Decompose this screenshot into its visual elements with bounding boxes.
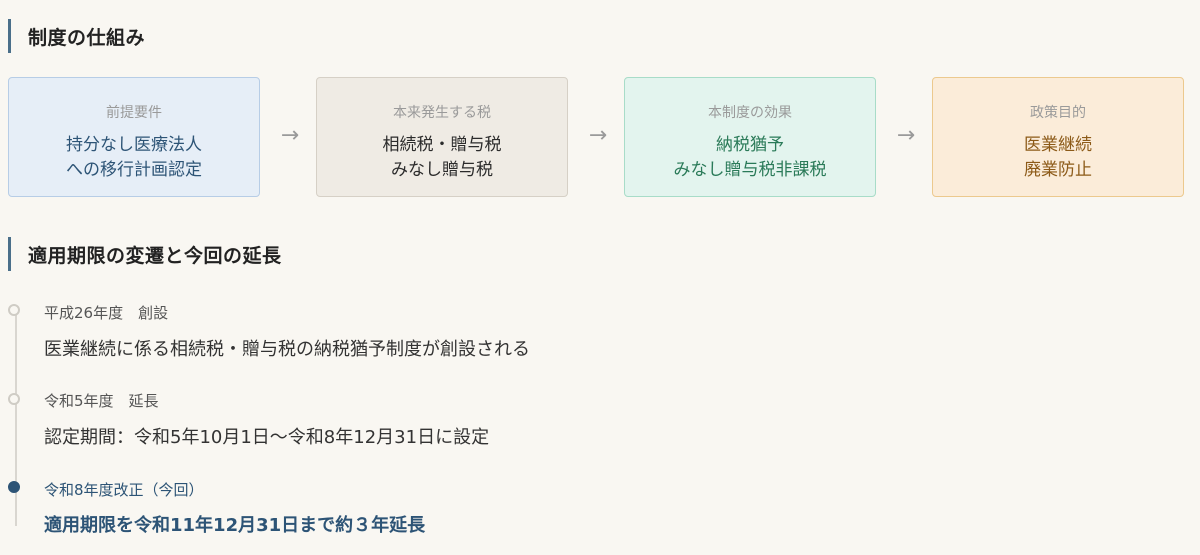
flow-box-prerequisite: 前提要件 持分なし医療法人 への移行計画認定: [8, 77, 260, 197]
timeline-line: [15, 306, 17, 526]
flow-box-line: みなし贈与税非課税: [673, 160, 827, 180]
flow-box-effect: 本制度の効果 納税猶予 みなし贈与税非課税: [624, 77, 876, 197]
timeline-dot: [8, 393, 20, 405]
flow-box-line: 持分なし医療法人: [66, 135, 202, 155]
section-heading-mechanism: 制度の仕組み: [8, 19, 145, 53]
section-title: 適用期限の変遷と今回の延長: [28, 244, 282, 267]
flow-box-content: 相続税・贈与税 みなし贈与税: [317, 133, 567, 183]
timeline-item-description: 認定期間：令和5年10月1日～令和8年12月31日に設定: [44, 427, 490, 448]
flow-box-line: への移行計画認定: [66, 160, 202, 180]
flow-box-line: 医業継続: [1024, 135, 1092, 155]
flow-box-policy-goal: 政策目的 医業継続 廃業防止: [932, 77, 1184, 197]
flow-box-content: 納税猶予 みなし贈与税非課税: [625, 133, 875, 183]
timeline-dot-current: [8, 481, 20, 493]
flow-box-line: 相続税・贈与税: [382, 135, 502, 155]
flow-box-content: 持分なし医療法人 への移行計画認定: [9, 133, 259, 183]
timeline-item-description: 医業継続に係る相続税・贈与税の納税猶予制度が創設される: [44, 339, 530, 360]
flow-box-content: 医業継続 廃業防止: [933, 133, 1183, 183]
flow-box-line: みなし贈与税: [391, 160, 493, 180]
arrow-right-icon: →: [280, 123, 300, 148]
flow-box-line: 廃業防止: [1024, 160, 1092, 180]
flow-box-original-tax: 本来発生する税 相続税・贈与税 みなし贈与税: [316, 77, 568, 197]
arrow-right-icon: →: [588, 123, 608, 148]
timeline-item-label: 平成26年度 創設: [44, 304, 169, 322]
flow-box-caption: 前提要件: [106, 105, 162, 121]
timeline-item-label: 令和5年度 延長: [44, 392, 159, 410]
section-title: 制度の仕組み: [28, 26, 146, 49]
timeline-item-description-current: 適用期限を令和11年12月31日まで約３年延長: [44, 515, 426, 536]
flow-box-caption: 本来発生する税: [393, 105, 491, 121]
arrow-right-icon: →: [896, 123, 916, 148]
timeline-item-label-current: 令和8年度改正（今回）: [44, 481, 204, 499]
timeline-dot: [8, 304, 20, 316]
flow-box-caption: 本制度の効果: [708, 105, 792, 121]
flow-box-line: 納税猶予: [716, 135, 784, 155]
mechanism-flow: 前提要件 持分なし医療法人 への移行計画認定 → 本来発生する税 相続税・贈与税…: [8, 77, 1186, 199]
flow-box-caption: 政策目的: [1030, 105, 1086, 121]
section-heading-history: 適用期限の変遷と今回の延長: [8, 237, 282, 271]
